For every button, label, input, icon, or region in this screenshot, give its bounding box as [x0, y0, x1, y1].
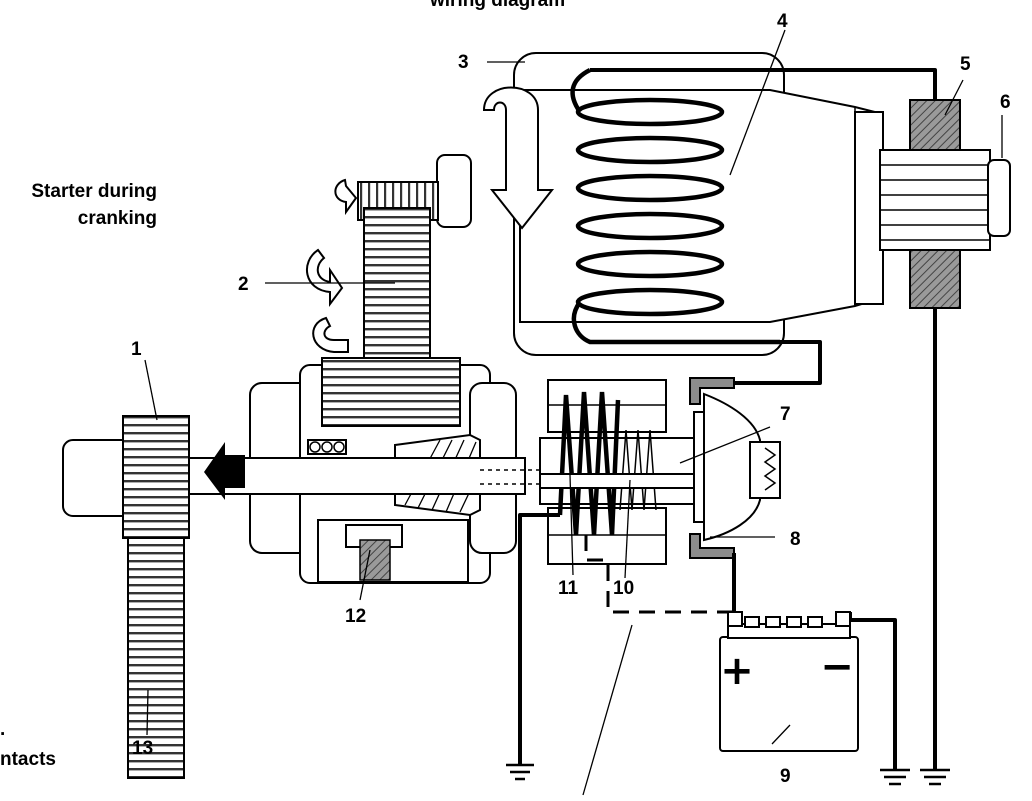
pinion-shaft-end [436, 154, 472, 228]
bottom-left-caption: ntacts [0, 749, 56, 770]
end-cap [987, 159, 1011, 237]
label-12: 12 [345, 606, 366, 627]
ground-symbol-motor [920, 768, 950, 786]
label-6: 6 [1000, 92, 1011, 113]
label-3: 3 [458, 52, 469, 73]
terminal-30 [689, 377, 735, 405]
gear-rotation-arrow-icon [306, 248, 344, 307]
label-7: 7 [780, 404, 791, 425]
label-11: 11 [558, 578, 579, 599]
label-10: 10 [613, 578, 634, 599]
label-4: 4 [777, 11, 788, 32]
leader-lines [144, 29, 1003, 796]
top-caption: wiring diagram [429, 0, 565, 11]
gear-rotation-arrow-lower-icon [312, 316, 349, 353]
motor-rotation-arrow-icon [482, 86, 555, 230]
ground-symbol-battery [880, 768, 910, 786]
label-1: 1 [131, 339, 142, 360]
ring-gear [127, 537, 185, 779]
motor-housing [513, 52, 884, 356]
commutator [879, 149, 991, 251]
ground-symbol-left [506, 763, 534, 781]
label-2: 2 [238, 274, 249, 295]
battery [719, 611, 859, 752]
label-8: 8 [790, 529, 801, 550]
battery-positive-icon: + [720, 648, 754, 694]
label-5: 5 [960, 54, 971, 75]
terminal-50 [689, 533, 735, 559]
bottom-left-fragment-dot: . [0, 719, 5, 740]
solenoid-contact-assembly [693, 392, 781, 542]
hold-in-winding [619, 429, 657, 511]
pull-in-winding [557, 391, 621, 536]
armature-coil [570, 67, 780, 345]
pinion-gear [122, 415, 190, 539]
battery-negative-icon: − [820, 644, 854, 690]
engagement-direction-arrow-icon [204, 442, 245, 500]
label-9: 9 [780, 766, 791, 787]
side-caption-line-1: Starter during [31, 181, 157, 202]
label-13: 13 [132, 738, 153, 759]
small-rotation-arrow-icon [334, 178, 358, 216]
side-caption-line-2: cranking [78, 208, 157, 229]
